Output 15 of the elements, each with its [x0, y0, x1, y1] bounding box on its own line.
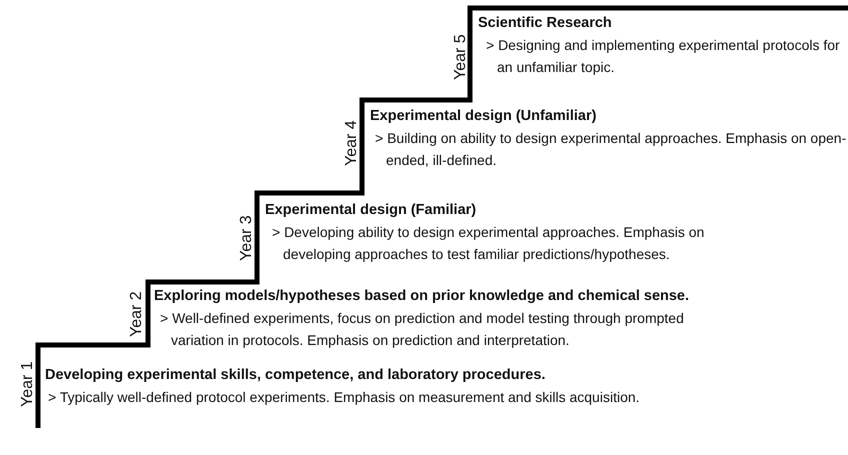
stage-description: > Developing ability to design experimental approaches. Emphasis on developing approaches to test familiar predictions/hypotheses.: [272, 223, 706, 264]
stage-description: > Building on ability to design experimental approaches. Emphasis on open-ended, ill-defined.: [375, 129, 848, 170]
stage-heading: Scientific Research: [478, 14, 612, 33]
year-label: Year 1: [19, 361, 37, 407]
stage-heading: Exploring models/hypotheses based on prior knowledge and chemical sense.: [154, 287, 690, 306]
stage-description: > Typically well-defined protocol experiments. Emphasis on measurement and skills acquisition.: [48, 388, 641, 407]
stage-description: > Well-defined experiments, focus on prediction and model testing through prompted variation in protocols. Emphasis on prediction and interpretation.: [160, 309, 685, 350]
year-label: Year 2: [128, 291, 146, 337]
year-label: Year 5: [452, 34, 470, 80]
stage-heading: Experimental design (Familiar): [265, 201, 476, 220]
year-label: Year 4: [343, 120, 361, 166]
stage-description: > Designing and implementing experimental protocols for an unfamiliar topic.: [486, 36, 841, 77]
stage-heading: Experimental design (Unfamiliar): [370, 107, 596, 126]
stage-heading: Developing experimental skills, competence, and laboratory procedures.: [45, 366, 546, 385]
year-label: Year 3: [238, 215, 256, 261]
